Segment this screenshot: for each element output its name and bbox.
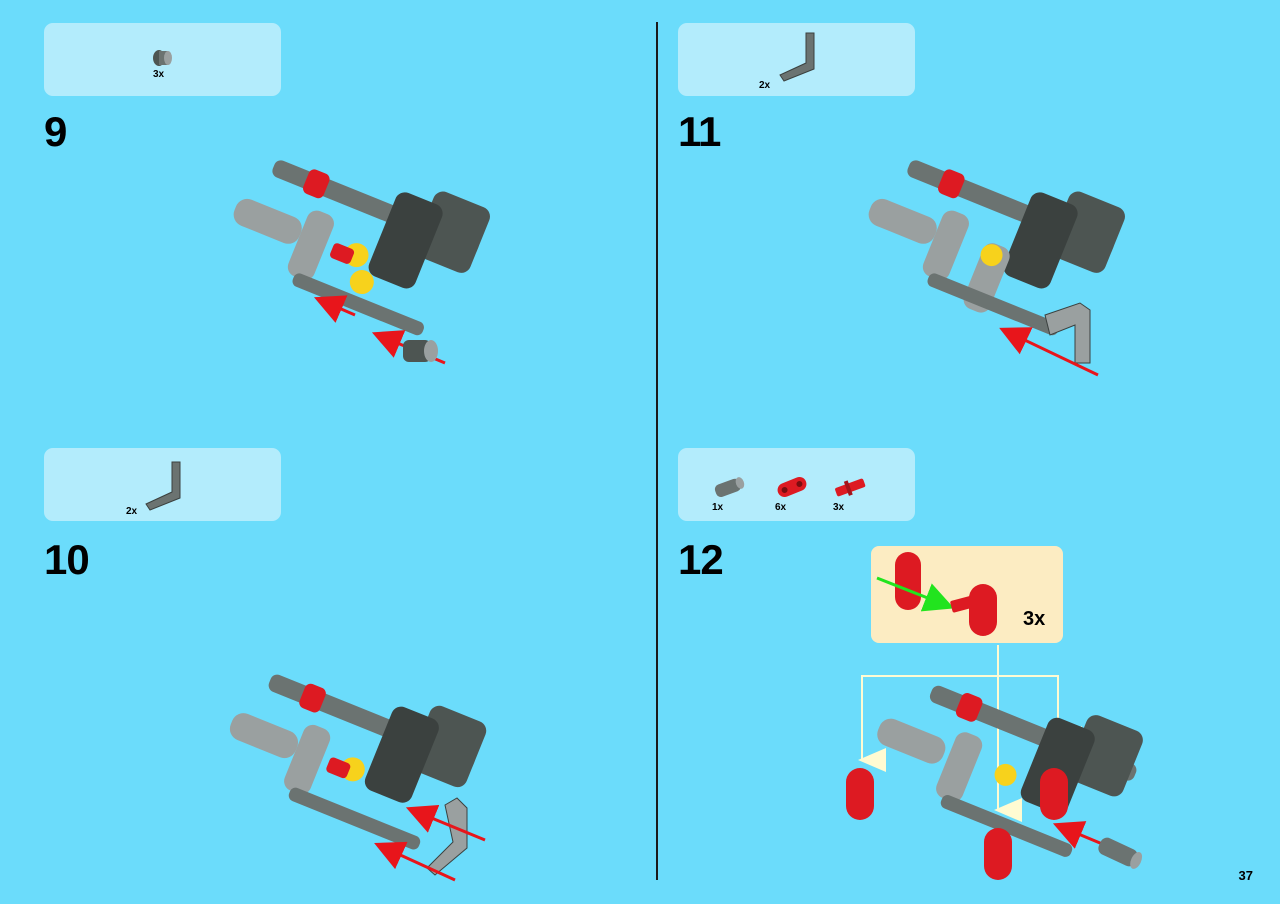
step-number: 11 [678, 108, 721, 155]
part-qty: 2x [126, 506, 138, 517]
red-arrow [374, 841, 456, 882]
axle-joiner-icon [714, 477, 745, 498]
red-axle-pin-icon [835, 478, 866, 497]
red-arrow [999, 327, 1099, 377]
step-10-parts-box: 2x [44, 448, 281, 521]
page-divider [656, 22, 658, 880]
part-qty: 3x [833, 502, 845, 513]
l-beam-icon [145, 461, 181, 511]
red-arrow [405, 804, 486, 842]
step-10-assembly-illustration [229, 674, 487, 882]
step-11-parts-box: 2x [678, 23, 915, 96]
red-arrow [313, 295, 356, 323]
step-number: 9 [44, 108, 67, 155]
green-arrow [876, 576, 955, 612]
sub-assembly-callout: 3x [871, 546, 1063, 643]
sub-assembly-illustration [876, 552, 997, 636]
bush-icon [153, 50, 172, 66]
step-number: 10 [44, 536, 90, 583]
callout-qty: 3x [1023, 608, 1046, 630]
l-beam-icon [779, 32, 815, 82]
step-12-parts-box: 1x 6x 3x [678, 448, 915, 521]
part-qty: 2x [759, 80, 771, 91]
red-beam-icon [777, 477, 807, 497]
step-number: 12 [678, 536, 724, 583]
step-11-assembly-illustration [868, 160, 1125, 377]
red-beam-part [969, 584, 997, 636]
step-12-assembly-illustration [846, 645, 1143, 880]
part-qty: 3x [153, 69, 165, 80]
page-number: 37 [1238, 868, 1253, 883]
part-qty: 1x [712, 502, 724, 513]
step-9-assembly-illustration [233, 160, 490, 365]
step-9-parts-box: 3x [44, 23, 281, 96]
red-beam-part [895, 552, 921, 610]
part-qty: 6x [775, 502, 787, 513]
